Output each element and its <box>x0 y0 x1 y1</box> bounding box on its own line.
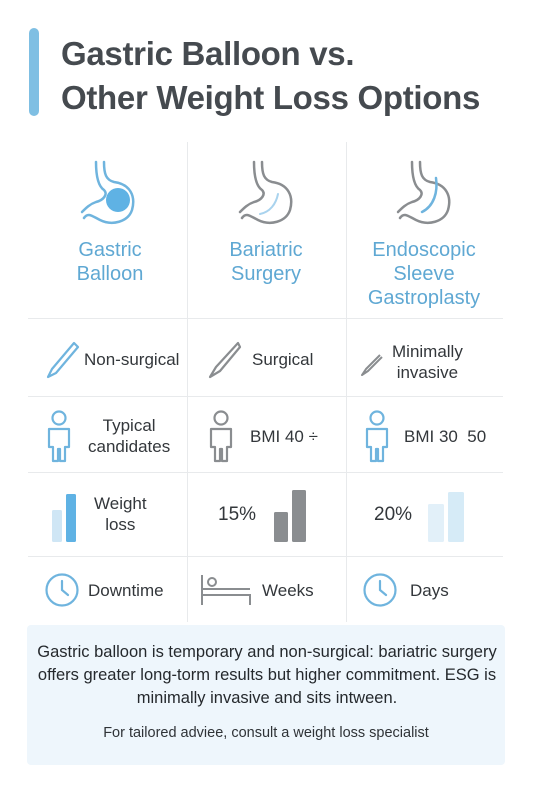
row-divider <box>28 318 503 319</box>
endoscope-icon <box>46 341 80 379</box>
bar-chart-icon <box>274 490 307 542</box>
downtime-gastric-balloon: Downtime <box>44 570 186 610</box>
column-name: Endoscopic Sleeve Gastroplasty <box>367 239 481 309</box>
column-name: Bariatric Surgery <box>229 239 303 285</box>
column-divider <box>187 142 188 622</box>
title-accent-bar <box>29 28 39 116</box>
stomach-sleeve-icon <box>396 160 451 224</box>
person-icon <box>47 410 71 463</box>
summary-text: Gastric balloon is temporary and non-sur… <box>37 643 497 707</box>
column-divider <box>346 142 347 622</box>
row-divider <box>28 472 503 473</box>
clock-icon <box>363 573 397 607</box>
row-divider <box>28 396 503 397</box>
weight-loss-gastric-balloon: Weight loss <box>50 484 186 544</box>
scalpel-icon <box>208 341 242 379</box>
procedure-bariatric-surgery: Surgical <box>206 336 344 382</box>
procedure-esg: Minimally invasive <box>358 336 498 388</box>
column-header-bariatric-surgery: Bariatric Surgery <box>188 156 344 286</box>
stomach-icon <box>238 160 293 224</box>
bar-chart-icon <box>428 492 465 542</box>
clock-icon <box>45 573 79 607</box>
downtime-esg: Days <box>362 570 502 610</box>
summary-note: Gastric balloon is temporary and non-sur… <box>27 625 505 765</box>
candidates-esg: BMI 30 50 <box>362 408 502 464</box>
candidates-bariatric-surgery: BMI 40 ÷ <box>206 408 344 464</box>
title-line-1: Gastric Balloon vs. <box>61 35 355 72</box>
advice-text: For tailored adviee, consult a weight lo… <box>103 725 429 741</box>
bed-icon <box>201 575 251 605</box>
endoscope-icon <box>361 354 383 376</box>
weight-loss-esg: 20% <box>374 484 502 544</box>
person-icon <box>365 410 389 463</box>
bar-chart-icon <box>52 494 76 542</box>
page-title: Gastric Balloon vs. Other Weight Loss Op… <box>61 32 521 120</box>
person-icon <box>209 410 233 463</box>
stomach-balloon-icon <box>80 160 135 224</box>
row-divider <box>28 556 503 557</box>
weight-loss-bariatric-surgery: 15% <box>218 484 344 544</box>
procedure-gastric-balloon: Non-surgical <box>44 336 186 382</box>
title-line-2: Other Weight Loss Options <box>61 79 481 116</box>
downtime-bariatric-surgery: Weeks <box>200 570 344 610</box>
column-name: Gastric Balloon <box>76 239 144 285</box>
column-header-endoscopic-sleeve-gastroplasty: Endoscopic Sleeve Gastroplasty <box>346 156 502 310</box>
candidates-gastric-balloon: Typical candidates <box>44 408 186 464</box>
column-header-gastric-balloon: Gastric Balloon <box>32 156 188 286</box>
